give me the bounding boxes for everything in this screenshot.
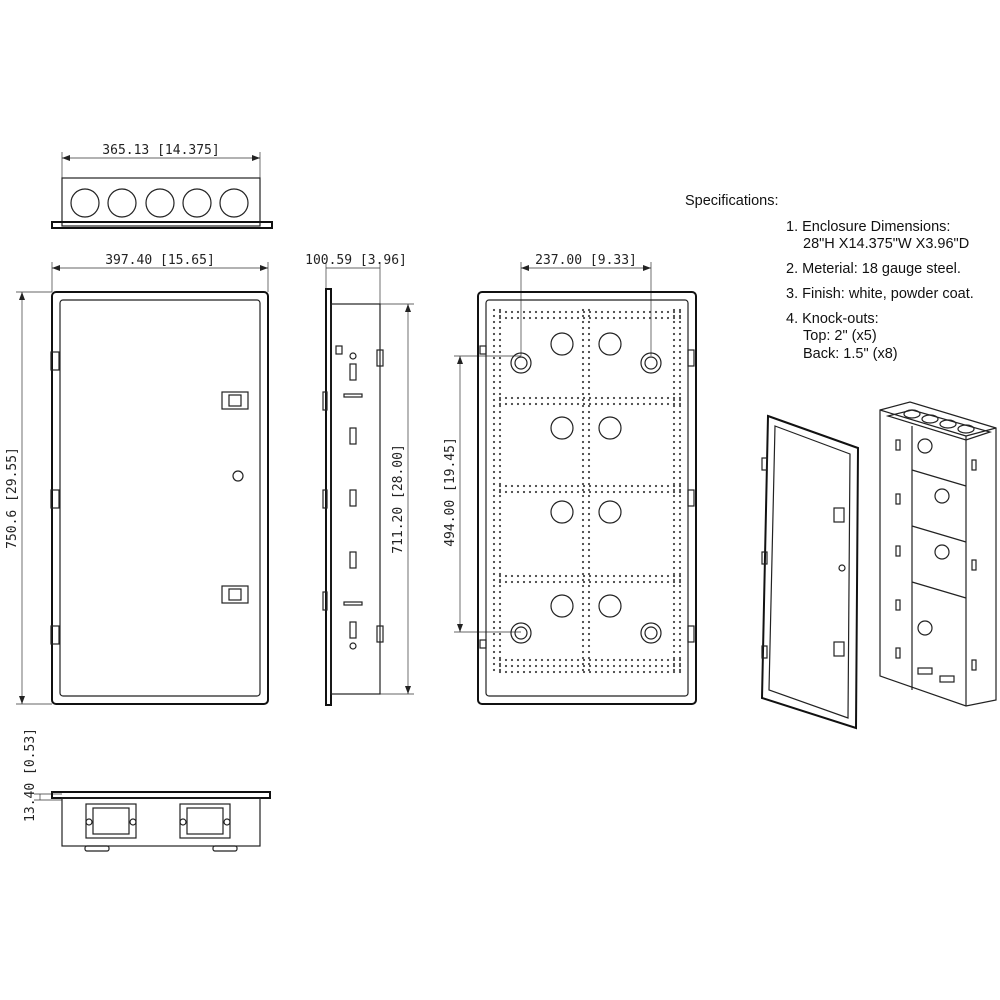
top-width-dimension: 365.13 [14.375] <box>102 143 219 158</box>
bottom-view: 13.40 [0.53] <box>23 728 271 852</box>
front-view: 397.40 [15.65] 750.6 [29.55] <box>5 253 269 705</box>
back-height-dimension: 494.00 [19.45] <box>443 437 458 547</box>
spec-item-1-detail: 28"H X14.375"W X3.96"D <box>803 236 969 252</box>
spec-item-4: 4. Knock-outs: <box>786 311 879 327</box>
front-height-dimension: 750.6 [29.55] <box>5 447 20 549</box>
specifications-block: Specifications: 1. Enclosure Dimensions:… <box>685 193 974 362</box>
flange-depth-dimension: 13.40 [0.53] <box>23 728 38 822</box>
side-view: 100.59 [3.96] 711.20 [28.00] <box>305 253 414 706</box>
spec-item-2: 2. Meterial: 18 gauge steel. <box>786 261 961 277</box>
isometric-door <box>760 414 860 730</box>
isometric-enclosure <box>879 401 997 707</box>
back-width-dimension: 237.00 [9.33] <box>535 253 637 268</box>
back-view: 237.00 [9.33] 494.00 [19.45] <box>443 253 697 705</box>
top-view: 365.13 [14.375] <box>51 143 273 229</box>
spec-item-3: 3. Finish: white, powder coat. <box>786 286 974 302</box>
side-height-dimension: 711.20 [28.00] <box>391 444 406 554</box>
perforation-pattern <box>492 308 682 674</box>
spec-item-4-top: Top: 2" (x5) <box>803 328 877 344</box>
spec-item-1: 1. Enclosure Dimensions: <box>786 219 950 235</box>
spec-item-4-back: Back: 1.5" (x8) <box>803 346 898 362</box>
specifications-heading: Specifications: <box>685 193 779 209</box>
front-width-dimension: 397.40 [15.65] <box>105 253 215 268</box>
side-depth-dimension: 100.59 [3.96] <box>305 253 407 268</box>
